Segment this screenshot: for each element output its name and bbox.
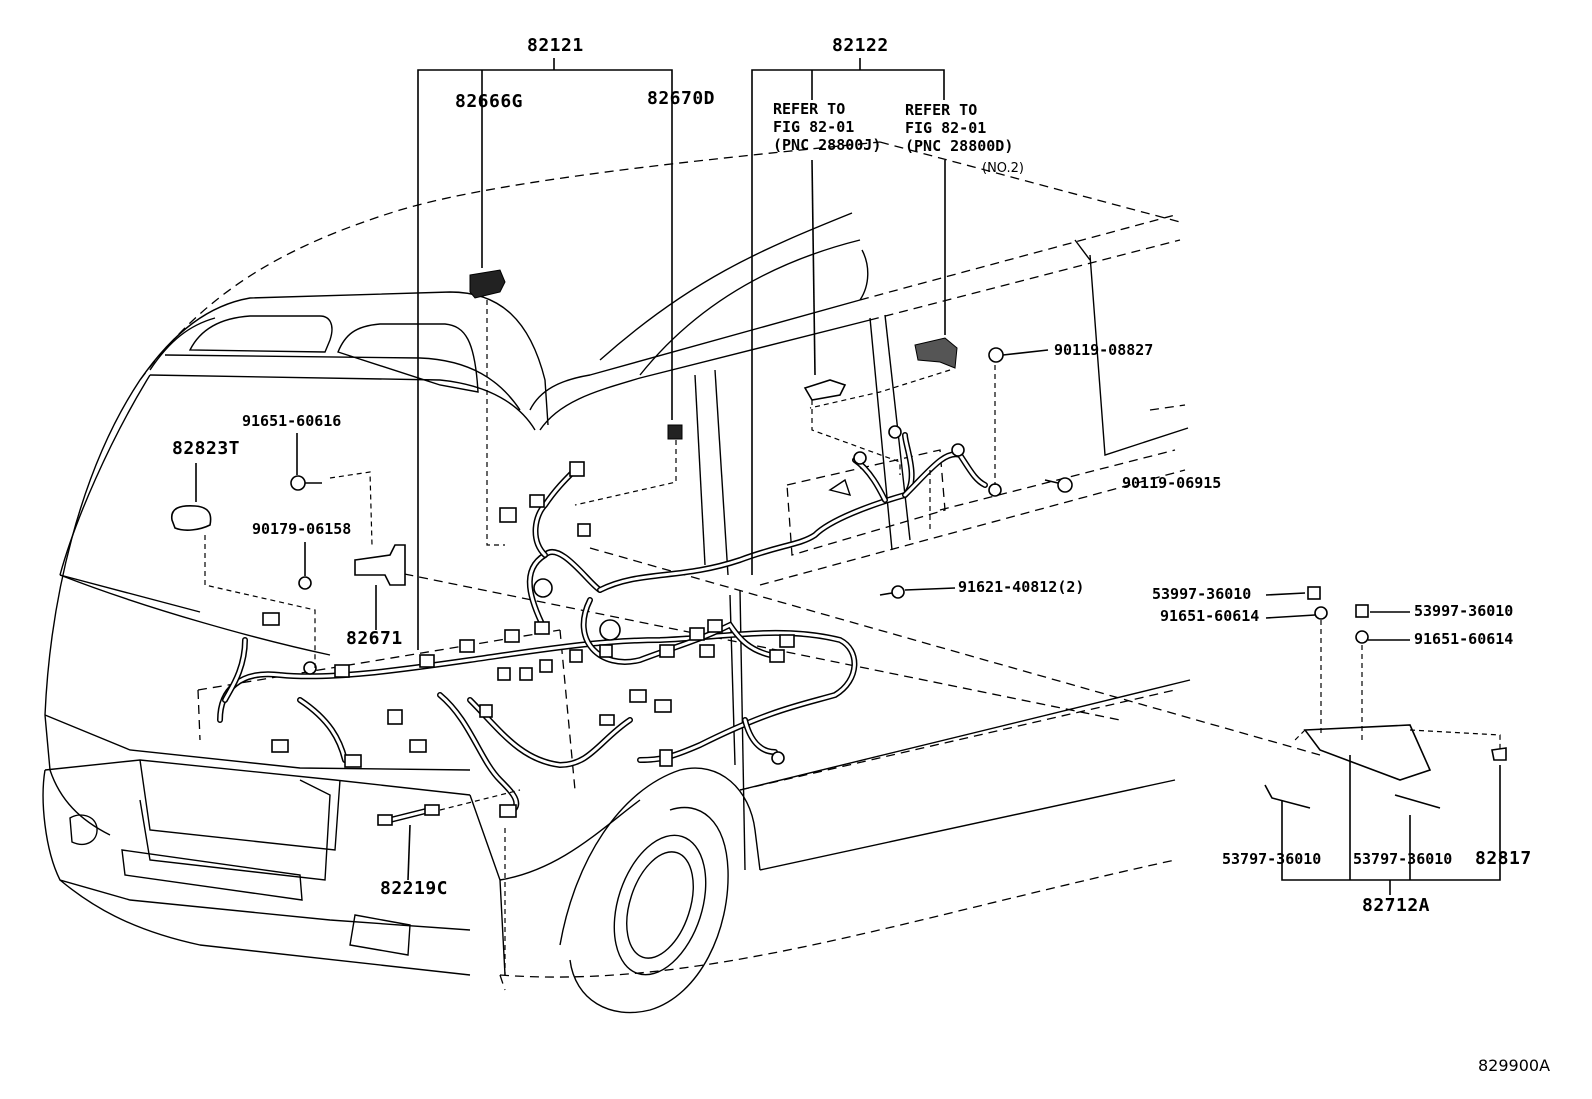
callout-82219C: 82219C <box>380 878 449 899</box>
callout-82817: 82817 <box>1475 848 1532 869</box>
callout-82666G: 82666G <box>455 91 524 112</box>
part-91621-40812: 91621-40812(2) <box>958 578 1085 596</box>
callout-82712A: 82712A <box>1362 895 1431 916</box>
figure-id: 829900A <box>1478 1056 1551 1075</box>
refer-note-no2: (NO.2) <box>982 161 1024 176</box>
wire-harness <box>217 432 988 823</box>
van-body-outline <box>42 141 1321 1014</box>
part-53797-36010-left: 53797-36010 <box>1222 850 1322 868</box>
leader-lines <box>195 58 1501 975</box>
harness-connectors <box>262 424 1002 826</box>
refer-note-28800D: REFER TO FIG 82-01 (PNC 28800D) <box>905 101 1014 155</box>
callout-82823T: 82823T <box>172 438 241 459</box>
small-parts <box>170 269 1507 809</box>
part-90119-06915: 90119-06915 <box>1122 474 1222 492</box>
part-53997-36010-right: 53997-36010 <box>1414 602 1514 620</box>
callout-82121: 82121 <box>527 35 584 56</box>
part-91651-60616: 91651-60616 <box>242 412 342 430</box>
part-53797-36010-right: 53797-36010 <box>1353 850 1453 868</box>
part-53997-36010-left: 53997-36010 <box>1152 585 1252 603</box>
part-90179-06158: 90179-06158 <box>252 520 352 538</box>
part-91651-60614-right: 91651-60614 <box>1414 630 1514 648</box>
callout-82122: 82122 <box>832 35 889 56</box>
refer-note-28800J: REFER TO FIG 82-01 (PNC 28800J) <box>773 100 882 154</box>
callout-82670D: 82670D <box>647 88 716 109</box>
part-91651-60614-left: 91651-60614 <box>1160 607 1260 625</box>
part-90119-08827: 90119-08827 <box>1054 341 1154 359</box>
callout-82671: 82671 <box>346 628 403 649</box>
